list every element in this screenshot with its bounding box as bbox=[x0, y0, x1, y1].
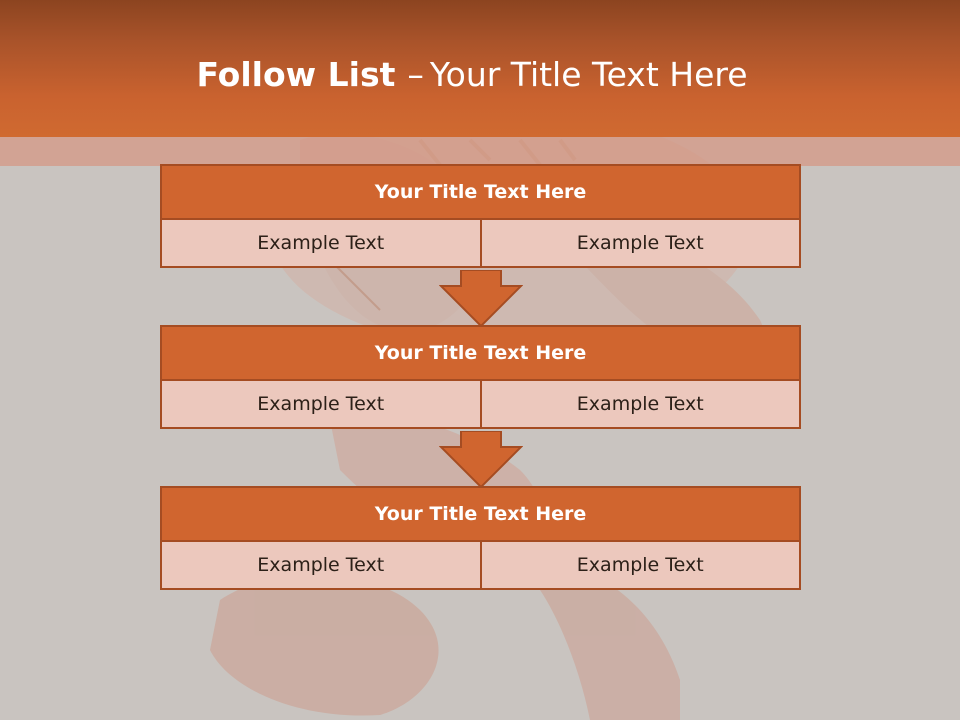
step-1-title: Your Title Text Here bbox=[160, 164, 801, 220]
title-bar bbox=[0, 0, 960, 137]
step-1-right-text: Example Text bbox=[479, 220, 800, 266]
step-3: Your Title Text Here Example Text Exampl… bbox=[160, 486, 801, 590]
slide-title-separator: – bbox=[407, 55, 424, 94]
step-1-row: Example Text Example Text bbox=[160, 220, 801, 268]
step-2-right-text: Example Text bbox=[479, 381, 800, 427]
step-3-left-text: Example Text bbox=[257, 554, 385, 576]
step-1: Your Title Text Here Example Text Exampl… bbox=[160, 164, 801, 268]
slide-title-bold: Follow List bbox=[196, 55, 396, 94]
step-3-title: Your Title Text Here bbox=[160, 486, 801, 542]
step-2: Your Title Text Here Example Text Exampl… bbox=[160, 325, 801, 429]
slide-title-rest: Your Title Text Here bbox=[429, 55, 748, 94]
step-2-title: Your Title Text Here bbox=[160, 325, 801, 381]
step-2-left-text: Example Text bbox=[257, 393, 385, 415]
step-3-right-text: Example Text bbox=[479, 542, 800, 588]
step-3-row: Example Text Example Text bbox=[160, 542, 801, 590]
down-arrow-1 bbox=[439, 270, 523, 328]
step-1-left-text: Example Text bbox=[257, 232, 385, 254]
title-underband bbox=[0, 137, 960, 166]
step-2-row: Example Text Example Text bbox=[160, 381, 801, 429]
down-arrow-2 bbox=[439, 431, 523, 489]
slide-title: Follow List–Your Title Text Here bbox=[0, 52, 944, 98]
